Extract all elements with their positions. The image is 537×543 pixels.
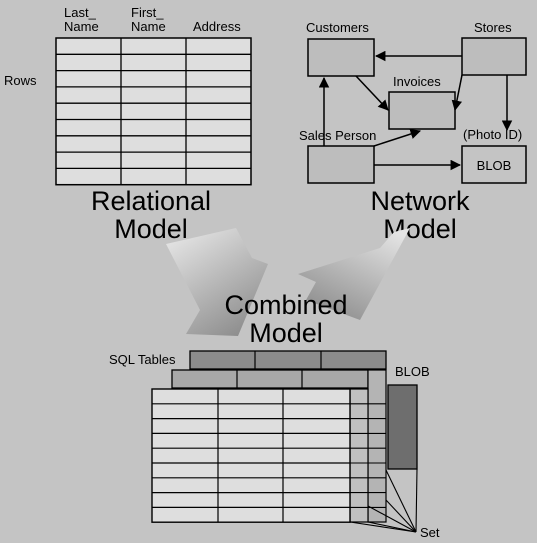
set-link-line xyxy=(349,521,417,533)
set-link-line xyxy=(367,505,417,533)
column-header-first-1: First_ xyxy=(131,5,164,20)
network-model: Customers Stores Invoices Sales Person (… xyxy=(299,20,527,244)
column-header-last-1: Last_ xyxy=(64,5,97,20)
column-header-address: Address xyxy=(193,19,241,34)
customers-node xyxy=(307,38,375,77)
sales-person-node xyxy=(307,145,375,184)
combined-title-line1: Combined xyxy=(224,290,347,320)
invoices-node xyxy=(388,91,456,130)
front-sql-table xyxy=(151,388,351,523)
relational-model: Last_ Name First_ Name Address Rows Rela… xyxy=(4,5,252,244)
column-header-last-2: Name xyxy=(64,19,99,34)
stores-label: Stores xyxy=(474,20,512,35)
network-merge-arrow xyxy=(298,228,410,320)
combined-tables xyxy=(151,350,418,533)
arrow-stores-to-invoices xyxy=(451,74,463,112)
middle-sql-table xyxy=(171,369,369,389)
relational-title-line2: Model xyxy=(114,214,188,244)
customers-label: Customers xyxy=(306,20,369,35)
photo-id-label: (Photo ID) xyxy=(463,127,522,142)
arrow-customers-to-invoices xyxy=(355,75,389,111)
blob-node xyxy=(461,145,527,184)
side-column-front xyxy=(349,388,369,523)
relational-table xyxy=(55,37,252,186)
blob-block xyxy=(387,384,418,470)
stores-node xyxy=(461,37,527,76)
set-link-line xyxy=(367,521,417,533)
combined-title-line2: Model xyxy=(249,318,323,348)
set-label: Set xyxy=(420,525,440,540)
set-link-line xyxy=(385,499,417,533)
combined-model: Combined Model SQL Tables BLOB Set xyxy=(109,290,440,540)
combined-blob-label: BLOB xyxy=(395,364,430,379)
arrow-sales-person-to-invoices xyxy=(373,128,421,147)
set-link-line xyxy=(385,469,417,533)
back-sql-table xyxy=(189,350,387,370)
sql-tables-label: SQL Tables xyxy=(109,352,176,367)
rows-label: Rows xyxy=(4,73,37,88)
sales-person-label: Sales Person xyxy=(299,128,376,143)
network-title-line1: Network xyxy=(370,186,470,216)
relational-title-line1: Relational xyxy=(91,186,211,216)
column-header-first-2: Name xyxy=(131,19,166,34)
relational-table-frame xyxy=(55,37,252,186)
set-link-line xyxy=(415,468,418,533)
side-column-middle xyxy=(367,369,387,523)
relational-merge-arrow xyxy=(166,228,268,336)
invoices-label: Invoices xyxy=(393,74,441,89)
blob-node-label: BLOB xyxy=(477,158,512,173)
